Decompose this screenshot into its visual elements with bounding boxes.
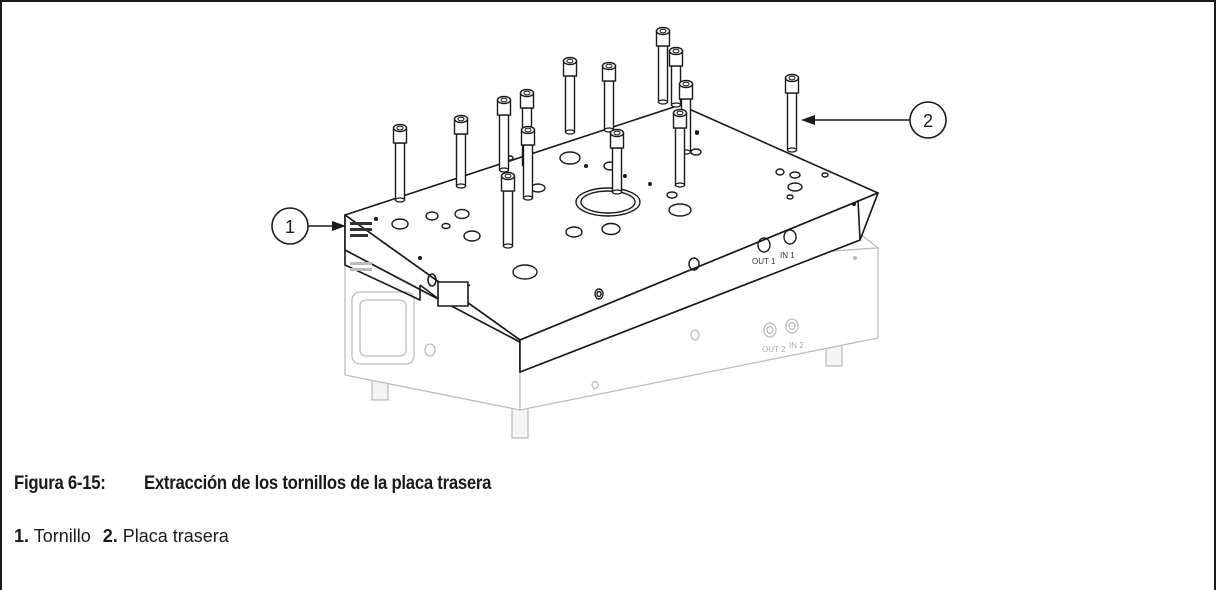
screw xyxy=(601,61,617,133)
screw xyxy=(655,26,671,105)
callout-2: 2 xyxy=(801,101,947,139)
port-out-1-mark: OUT 1 xyxy=(752,257,776,266)
figure-title: Extracción de los tornillos de la placa … xyxy=(144,473,492,494)
callout-2-label: 2 xyxy=(923,111,933,131)
legend-num-2: 2. xyxy=(102,526,118,546)
screw xyxy=(500,171,516,249)
figure-caption: Figura 6-15: Extracción de los tornillos … xyxy=(14,473,539,495)
callout-1-label: 1 xyxy=(285,217,295,237)
frame-border-top xyxy=(0,0,1216,2)
screw xyxy=(609,128,625,195)
screw xyxy=(672,108,688,188)
figure-legend: 1. Tornillo 2. Placa trasera xyxy=(14,526,229,547)
screw xyxy=(496,95,512,173)
technical-illustration: OUT 2 IN 2 xyxy=(271,26,947,439)
figure-number: Figura 6-15: xyxy=(14,473,106,494)
upper-plate xyxy=(344,104,879,373)
frame-border-right xyxy=(1214,0,1216,590)
callout-1: 1 xyxy=(271,207,346,245)
legend-num-1: 1. xyxy=(14,526,30,546)
screw xyxy=(784,73,800,153)
frame-border-left xyxy=(0,0,2,590)
screw-group xyxy=(392,26,800,249)
screw xyxy=(520,125,536,201)
screw xyxy=(562,56,578,135)
port-in-2-mark: IN 2 xyxy=(789,341,804,350)
screw xyxy=(668,46,684,108)
plate-holes xyxy=(391,130,829,280)
screw xyxy=(453,114,469,189)
port-out-2-mark: OUT 2 xyxy=(762,345,786,354)
port-in-1-mark: IN 1 xyxy=(780,251,795,260)
screw xyxy=(392,123,408,203)
plate-stamp-marking xyxy=(350,222,372,271)
legend-label-1: Tornillo xyxy=(33,526,91,546)
front-face-holes xyxy=(594,229,797,300)
legend-label-2: Placa trasera xyxy=(122,526,229,546)
